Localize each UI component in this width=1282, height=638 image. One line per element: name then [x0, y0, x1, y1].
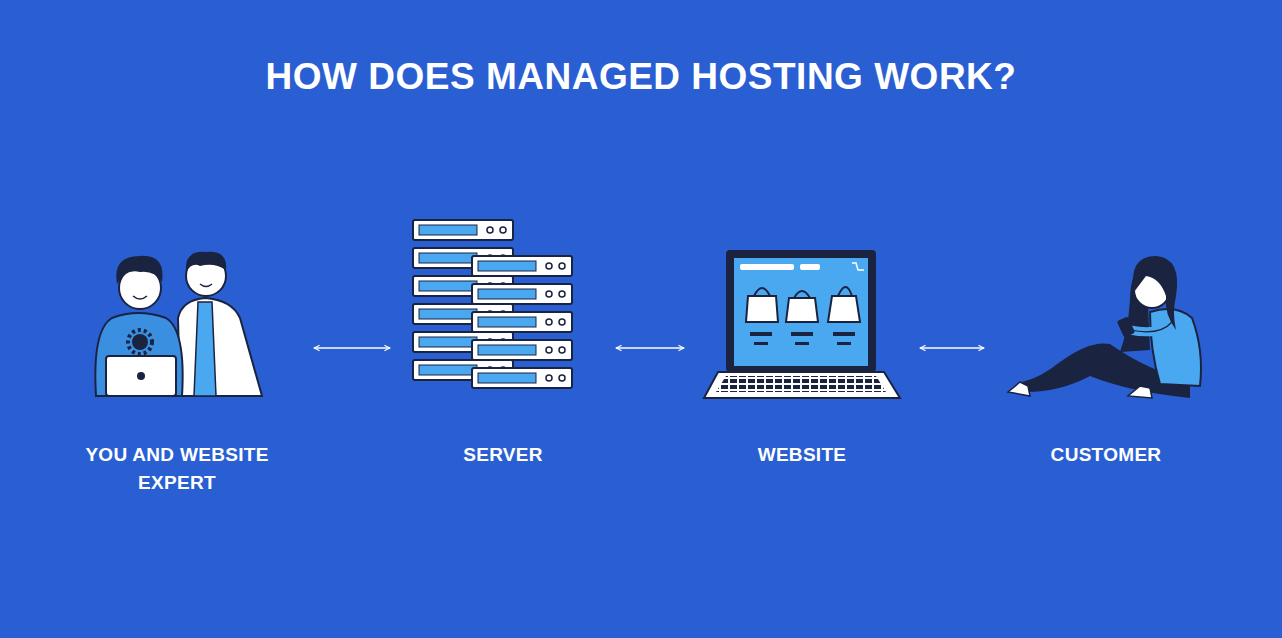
laptop-illustration: [704, 250, 900, 398]
node-label: YOU AND WEBSITE EXPERT: [62, 441, 292, 497]
illustration-node: CUSTOMER: [1006, 245, 1206, 471]
woman-illustration: [1008, 256, 1201, 398]
server-illustration: [413, 220, 572, 388]
double-arrow: [616, 347, 684, 349]
node-label: WEBSITE: [706, 441, 898, 469]
double-arrow: [314, 347, 390, 349]
double-arrow: [920, 347, 984, 349]
people-illustration: [95, 252, 262, 396]
title: HOW DOES MANAGED HOSTING WORK?: [0, 56, 1282, 98]
illustration-node: YOU AND WEBSITE EXPERT: [62, 245, 292, 499]
illustration-node: SERVER: [412, 210, 594, 471]
illustration-node: WEBSITE: [706, 245, 898, 471]
node-label: CUSTOMER: [1006, 441, 1206, 469]
node-label: SERVER: [412, 441, 594, 469]
